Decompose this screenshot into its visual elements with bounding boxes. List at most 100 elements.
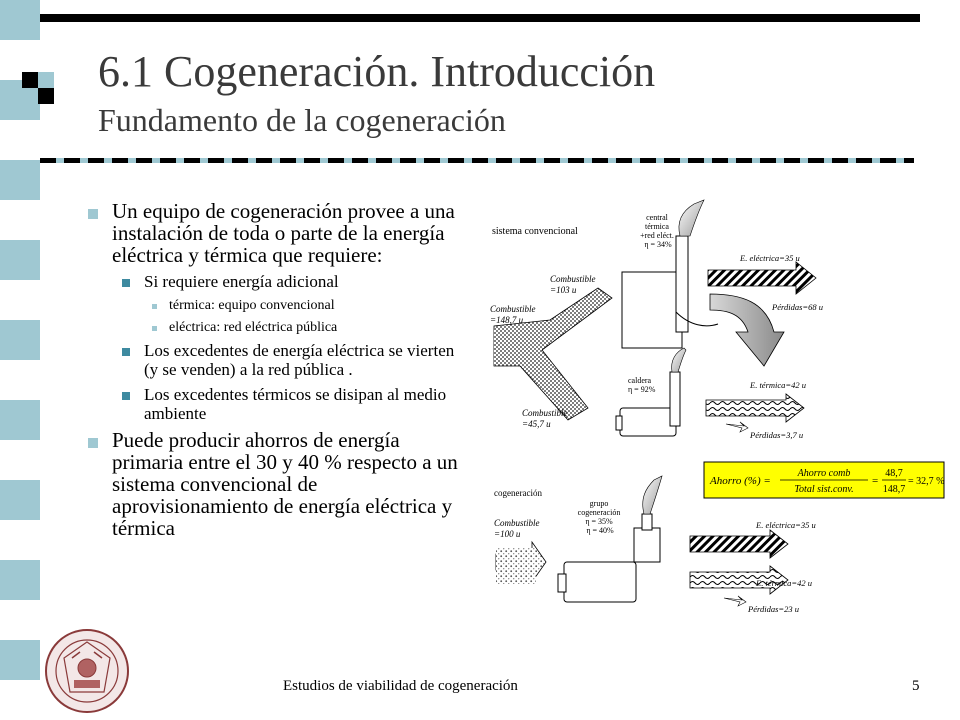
central-label-line: central [646, 213, 669, 222]
page-number: 5 [912, 678, 920, 694]
bullet-text: Un equipo de cogeneración provee a una i… [112, 199, 455, 267]
sub-sub-bullet-item: eléctrica: red eléctrica pública [152, 319, 468, 336]
cogen-loss-arrow [723, 595, 747, 607]
left-decorative-strip [0, 0, 40, 720]
bullet-marker [122, 392, 130, 400]
footer-text: Estudios de viabilidad de cogeneración [283, 678, 518, 694]
cogen-fuel-line: Combustible [494, 518, 540, 528]
bullet-text: Los excedentes térmicos se disipan al me… [144, 385, 447, 423]
logo-square [22, 88, 38, 104]
bullet-marker [88, 438, 98, 448]
strip-square [0, 240, 40, 280]
fuel-central-line: Combustible [550, 274, 596, 284]
strip-square [0, 480, 40, 520]
conv-small-loss-arrow [725, 421, 749, 433]
fuel-total-line: =148,7 u [490, 315, 524, 325]
boiler-label-line: caldera [628, 376, 652, 385]
formula-denominator-value: 148,7 [883, 484, 906, 495]
fuel-flow-base [494, 328, 542, 366]
bullet-text: Si requiere energía adicional [144, 272, 339, 291]
sub-bullet-item: Los excedentes de energía eléctrica se v… [122, 341, 468, 379]
cogen-chimney [641, 513, 653, 531]
central-plant-box [621, 271, 683, 349]
logo-square [22, 72, 38, 88]
bullet-marker [122, 279, 130, 287]
formula-numerator: Ahorro comb [797, 468, 851, 479]
fuel-total-label: Combustible =148,7 u [490, 304, 538, 325]
formula-denominator: Total sist.conv. [794, 484, 853, 495]
central-label-line: térmica [645, 222, 669, 231]
cogen-electric-label: E. eléctrica=35 u [755, 520, 816, 530]
conv-losses-label: Pérdidas=68 u [771, 302, 823, 312]
bullet-marker [152, 326, 157, 331]
fuel-caldera-line: Combustible [522, 408, 568, 418]
cogen-thermal-label: E. térmica=42 u [755, 578, 812, 588]
title-divider [40, 158, 914, 163]
bullet-marker [88, 209, 98, 219]
cogen-group-line: grupo [590, 499, 609, 508]
cogen-system-label: cogeneración [494, 488, 542, 498]
cogen-fuel-line: =100 u [494, 529, 521, 539]
strip-square [0, 560, 40, 600]
conv-electric-label: E. eléctrica=35 u [739, 253, 800, 263]
central-flow-line [675, 311, 719, 327]
university-seal-logo [45, 629, 129, 713]
formula-equals: = [872, 475, 878, 487]
central-label: central térmica +red eléct. η = 34% [640, 213, 676, 249]
bullet-text: Puede producir ahorros de energía primar… [112, 428, 458, 540]
fuel-central-line: =103 u [550, 285, 577, 295]
cogen-smoke [642, 475, 663, 515]
strip-square [0, 640, 40, 680]
sub-bullet-item: Si requiere energía adicional [122, 272, 468, 291]
sub-bullet-item: Los excedentes térmicos se disipan al me… [122, 385, 468, 423]
boiler-box [619, 407, 677, 437]
conv-losses-arrow [709, 293, 785, 367]
cogen-group-label: grupo cogeneración η = 35% η = 40% [578, 499, 623, 535]
conv-thermal-label: E. térmica=42 u [749, 380, 806, 390]
top-rule [40, 14, 920, 22]
conv-electric-arrow [707, 261, 817, 295]
fuel-central-label: Combustible =103 u [550, 274, 598, 295]
cogen-group-line: η = 35% [585, 517, 613, 526]
conv-system-label: sistema convencional [492, 226, 578, 237]
strip-square [0, 0, 40, 40]
cogen-thermal-arrow [689, 565, 789, 595]
cogen-fuel-block [496, 548, 536, 584]
central-label-line: +red eléct. [640, 231, 674, 240]
cogen-group-line: η = 40% [586, 526, 614, 535]
conv-small-loss-label: Pérdidas=3,7 u [749, 430, 803, 440]
fuel-caldera-label: Combustible =45,7 u [522, 408, 570, 429]
slide-subtitle: Fundamento de la cogeneración [98, 102, 506, 138]
slide-title: 6.1 Cogeneración. Introducción [98, 47, 656, 96]
bullet-item: Un equipo de cogeneración provee a una i… [88, 200, 468, 266]
logo-square [38, 88, 54, 104]
boiler-label-line: η = 92% [628, 385, 656, 394]
logo-square [38, 72, 54, 88]
cogen-group-line: cogeneración [578, 508, 621, 517]
fuel-caldera-line: =45,7 u [522, 419, 551, 429]
formula-lhs: Ahorro (%) = [709, 475, 771, 487]
cogen-loss-label: Pérdidas=23 u [747, 604, 799, 614]
bullet-text: eléctrica: red eléctrica pública [169, 320, 338, 335]
bullet-item: Puede producir ahorros de energía primar… [88, 429, 468, 539]
boiler-label: caldera η = 92% [628, 376, 656, 394]
strip-square [0, 400, 40, 440]
cogeneration-diagram: sistema convencional Combustible =148,7 … [490, 199, 945, 614]
boiler-burner [615, 415, 623, 431]
boiler-smoke [671, 347, 687, 373]
bullet-text: Los excedentes de energía eléctrica se v… [144, 341, 455, 379]
bullet-list: Un equipo de cogeneración provee a una i… [88, 200, 468, 545]
bullet-marker [152, 304, 157, 309]
cogen-electric-arrow [689, 529, 789, 559]
central-smoke [678, 199, 705, 237]
strip-square [0, 160, 40, 200]
central-label-line: η = 34% [644, 240, 672, 249]
bullet-marker [122, 348, 130, 356]
sub-sub-bullet-item: térmica: equipo convencional [152, 297, 468, 314]
cogen-engine-inlet [557, 573, 567, 593]
strip-square [0, 320, 40, 360]
conv-thermal-arrow [705, 393, 805, 423]
boiler-chimney [669, 371, 681, 427]
formula-numerator-value: 48,7 [885, 468, 903, 479]
formula-result: = 32,7 % [908, 476, 944, 487]
